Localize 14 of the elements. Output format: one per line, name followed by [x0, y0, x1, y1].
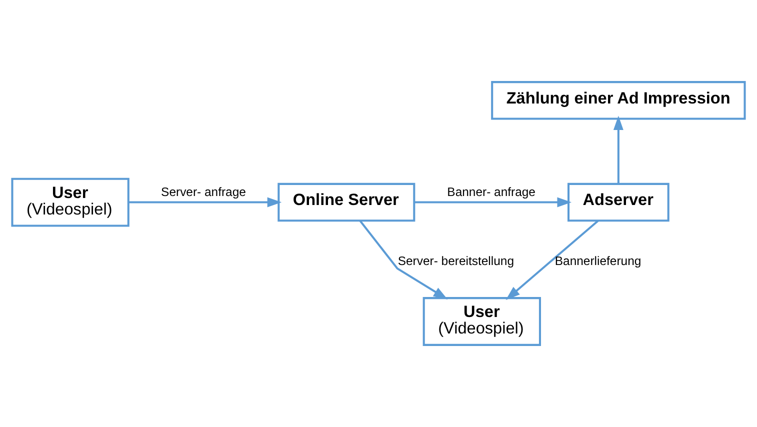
- node-box: Online Server: [278, 182, 416, 222]
- arrow: [613, 116, 624, 184]
- node-box: User (Videospiel): [422, 297, 541, 346]
- edge-label: Banner- anfrage: [447, 184, 536, 199]
- edge-label: Server- anfrage: [161, 184, 246, 199]
- edge-label: Server- bereitstellung: [398, 254, 514, 268]
- arrow: [359, 220, 448, 300]
- arrow: [414, 197, 572, 208]
- arrow: [506, 220, 599, 300]
- node-box: User (Videospiel): [11, 178, 130, 227]
- node-box: Adserver: [567, 182, 670, 222]
- node-box: Zählung einer Ad Impression: [491, 81, 746, 120]
- edge-label: Bannerlieferung: [554, 254, 642, 268]
- arrow: [128, 197, 282, 208]
